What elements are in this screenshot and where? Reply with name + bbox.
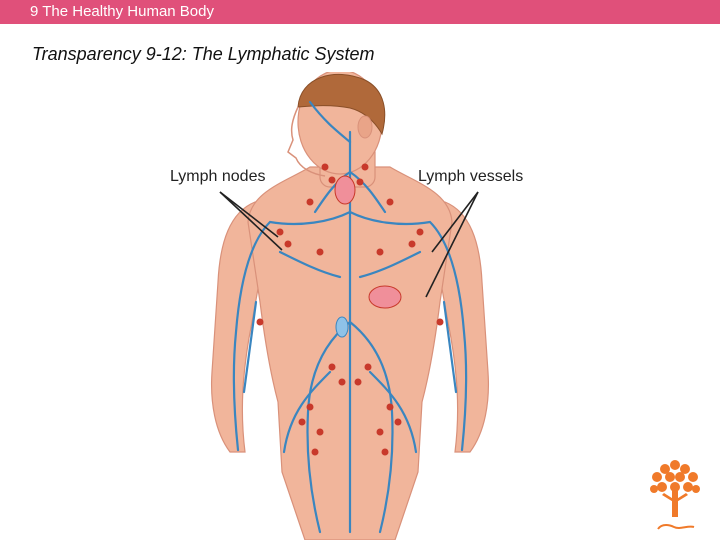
hair [297, 73, 386, 136]
lymph-nodes [256, 163, 444, 456]
pointer-lines [219, 191, 479, 298]
slide-title: Transparency 9-12: The Lymphatic System [32, 44, 375, 64]
thymus [334, 175, 356, 205]
header-bar: 9 The Healthy Human Body [0, 0, 720, 24]
tree-of-hearts-icon [650, 460, 700, 530]
cisterna-chyli [335, 316, 349, 338]
header-title: 9 The Healthy Human Body [30, 3, 214, 20]
lymph-vessels-label: Lymph vessels [418, 168, 524, 185]
spleen [368, 285, 402, 309]
lymph-nodes-label: Lymph nodes [170, 168, 266, 185]
lymphatic-system-illustration [211, 72, 489, 540]
